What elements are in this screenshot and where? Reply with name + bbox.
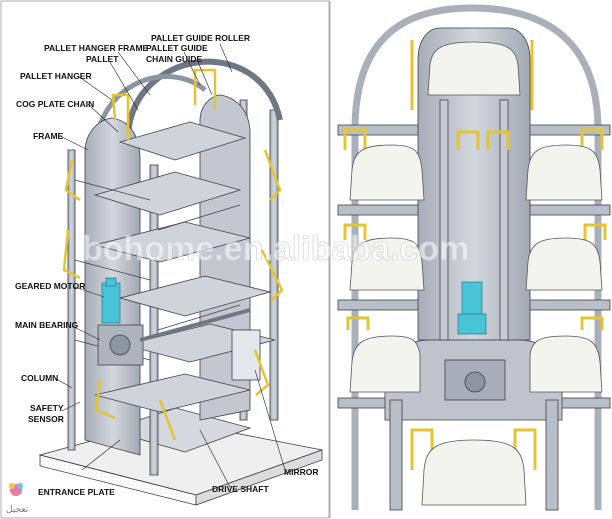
brace — [74, 179, 151, 201]
watermark-text: bohome.en.alibaba.com — [82, 230, 469, 268]
label-drive-shaft: DRIVE SHAFT — [212, 484, 269, 494]
pallet-6 — [94, 373, 251, 413]
geared-motor-cap — [105, 277, 117, 287]
car-left-2 — [349, 237, 425, 291]
label-frame: FRAME — [33, 131, 64, 141]
brace — [74, 259, 151, 281]
outer-arch-frame — [351, 4, 602, 510]
hanger — [111, 93, 130, 140]
concrete-base-side — [195, 449, 323, 506]
front-column-right — [149, 164, 159, 476]
geared-motor — [101, 282, 121, 324]
car-right-3 — [529, 335, 603, 393]
car-left-1 — [349, 144, 425, 201]
hanger — [263, 149, 282, 201]
base-leg — [545, 399, 559, 511]
car-top — [427, 41, 521, 96]
front-column-left — [67, 149, 76, 451]
label-chain-guide: CHAIN GUIDE — [146, 54, 203, 64]
label-entrance-plate: ENTRANCE PLATE — [38, 487, 115, 497]
pallet-1 — [118, 121, 247, 161]
hanger — [193, 68, 217, 110]
pallet-hangers — [62, 68, 284, 441]
hanger — [260, 249, 284, 301]
car-left-3 — [349, 335, 421, 393]
isometric-structure — [38, 58, 324, 506]
pallet-2 — [93, 171, 242, 216]
label-sensor: SENSOR — [28, 414, 64, 424]
label-main-bearing: MAIN BEARING — [15, 320, 79, 330]
brace — [157, 304, 241, 331]
main-bearing — [109, 334, 131, 356]
car-bottom — [421, 439, 527, 506]
label-mirror: MIRROR — [284, 467, 318, 477]
drive-gear — [464, 371, 486, 393]
corner-logo: تعجيل — [6, 483, 29, 515]
part-labels: PALLET GUIDE ROLLER PALLET HANGER FRAME … — [15, 33, 318, 497]
leader-lines — [54, 43, 286, 488]
base-leg — [389, 399, 403, 511]
label-safety: SAFETY — [30, 403, 64, 413]
label-pallet-guide: PALLET GUIDE — [146, 43, 208, 53]
hanger — [94, 379, 116, 420]
cars — [349, 41, 603, 506]
hanger — [253, 349, 270, 396]
label-pallet-guide-roller: PALLET GUIDE ROLLER — [151, 33, 250, 43]
logo-text: تعجيل — [6, 505, 29, 515]
pallet-4 — [118, 275, 272, 317]
hanger — [158, 399, 177, 441]
label-pallet-hanger: PALLET HANGER — [20, 71, 92, 81]
geared-motor-front — [461, 281, 483, 317]
drive-shaft — [139, 308, 251, 342]
pallet-3 — [93, 221, 251, 263]
hanger — [62, 229, 81, 280]
label-geared-motor: GEARED MOTOR — [15, 281, 85, 291]
left-panel-border — [0, 0, 330, 519]
label-cog-plate-chain: COG PLATE CHAIN — [16, 99, 94, 109]
label-pallet: PALLET — [86, 54, 119, 64]
geared-motor-base — [457, 313, 487, 335]
label-column: COLUMN — [21, 373, 58, 383]
front-hangers — [343, 40, 607, 470]
top-arch-back — [125, 58, 283, 141]
hanger — [64, 159, 81, 202]
inner-column — [439, 99, 449, 341]
brace — [157, 204, 241, 231]
inner-column — [499, 99, 509, 341]
car-right-2 — [525, 237, 603, 291]
car-right-1 — [525, 144, 603, 201]
label-pallet-hanger-frame: PALLET HANGER FRAME — [44, 43, 149, 53]
